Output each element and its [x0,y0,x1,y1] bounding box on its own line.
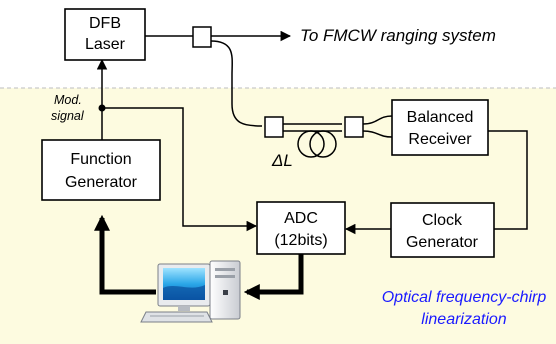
svg-text:Function: Function [70,151,131,168]
fiber-coupler-icon [264,116,284,138]
mod-to-adc-line [102,107,258,232]
caption-line1: Optical frequency-chirp [382,289,547,306]
clock-generator-box: Clock Generator [390,202,495,258]
svg-text:Clock: Clock [422,212,463,229]
junction-dot [98,104,106,112]
fiber-coupler-icon [344,116,364,138]
mod-signal-label-line2: signal [51,109,85,123]
dfb-laser-box: DFB Laser [64,8,146,61]
balanced-receiver-box: Balanced Receiver [391,99,489,156]
svg-text:ADC: ADC [284,210,318,227]
to-fmcw-label: To FMCW ranging system [300,26,496,45]
fiber-to-receiver-lower [362,130,393,138]
svg-text:Generator: Generator [406,234,479,251]
svg-text:Balanced: Balanced [407,109,474,126]
fiber-coupler-icon [192,26,212,48]
computer-to-generator-arrow [93,214,156,295]
fiber-to-interferometer [210,40,263,127]
function-generator-box: Function Generator [41,139,161,201]
svg-text:Generator: Generator [65,174,138,191]
delta-l-label: ΔL [271,151,293,170]
mod-signal-label-line1: Mod. [54,93,82,107]
svg-text:DFB: DFB [89,15,121,32]
adc-box: ADC (12bits) [256,201,346,255]
receiver-to-clock-line [488,130,528,230]
fiber-delay-coil-icon [297,130,337,158]
caption-line2: linearization [421,311,506,328]
adc-to-computer-arrow [243,254,304,301]
svg-text:(12bits): (12bits) [274,232,327,249]
fiber-to-receiver-upper [362,115,393,125]
svg-text:Receiver: Receiver [408,131,472,148]
computer-icon [140,260,241,323]
svg-text:Laser: Laser [85,36,126,53]
